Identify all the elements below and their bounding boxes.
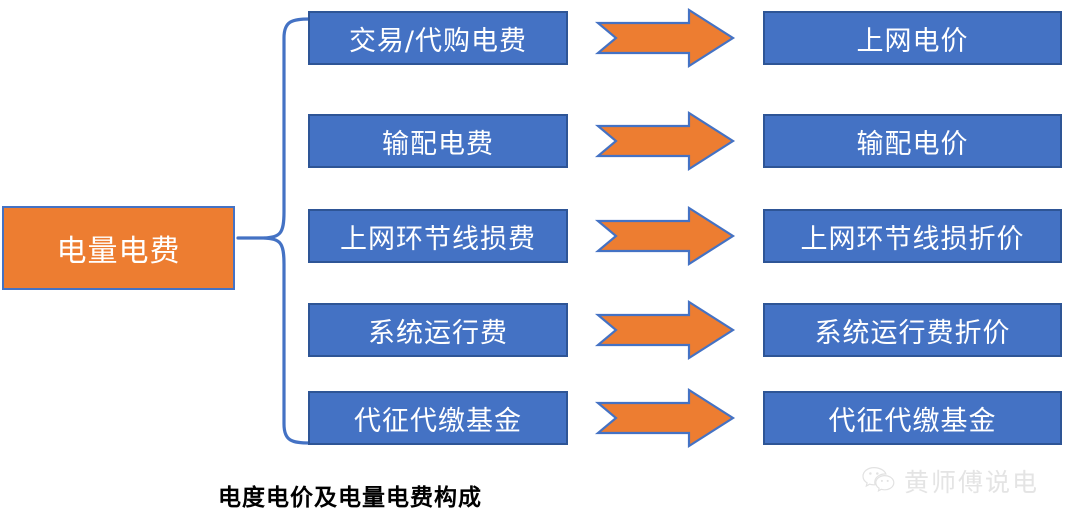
price-item-box: 上网环节线损折价 [763,209,1062,263]
source-box-label: 电量电费 [56,234,181,269]
curly-brace-icon [236,16,312,446]
diagram-caption: 电度电价及电量电费构成 [218,485,482,511]
price-item-box: 代征代缴基金 [763,391,1062,445]
price-item-label: 系统运行费折价 [814,317,1011,349]
cost-item-box: 上网环节线损费 [308,209,568,263]
cost-item-label: 输配电费 [382,128,494,160]
cost-item-label: 交易/代购电费 [348,25,528,57]
cost-item-label: 代征代缴基金 [354,405,522,437]
price-item-box: 系统运行费折价 [763,303,1062,357]
arrow-right-icon [594,7,736,69]
arrow-right-icon [594,299,736,361]
cost-item-label: 系统运行费 [368,317,508,349]
arrow-right-icon [594,205,736,267]
wechat-icon [862,465,896,497]
price-item-box: 上网电价 [763,11,1062,65]
watermark-text: 黄师傅说电 [904,468,1040,497]
arrow-right-icon [594,110,736,172]
price-item-label: 上网电价 [856,25,969,57]
cost-item-box: 输配电费 [308,114,568,168]
price-item-box: 输配电价 [763,114,1062,168]
cost-item-label: 上网环节线损费 [340,223,536,255]
watermark: 黄师傅说电 [862,463,1039,499]
source-box-electricity-charge: 电量电费 [2,206,235,290]
cost-item-box: 交易/代购电费 [308,11,568,65]
cost-item-box: 代征代缴基金 [308,391,568,445]
cost-item-box: 系统运行费 [308,303,568,357]
price-item-label: 代征代缴基金 [828,405,997,437]
price-item-label: 输配电价 [856,128,969,160]
price-item-label: 上网环节线损折价 [800,223,1025,255]
arrow-right-icon [594,387,736,449]
